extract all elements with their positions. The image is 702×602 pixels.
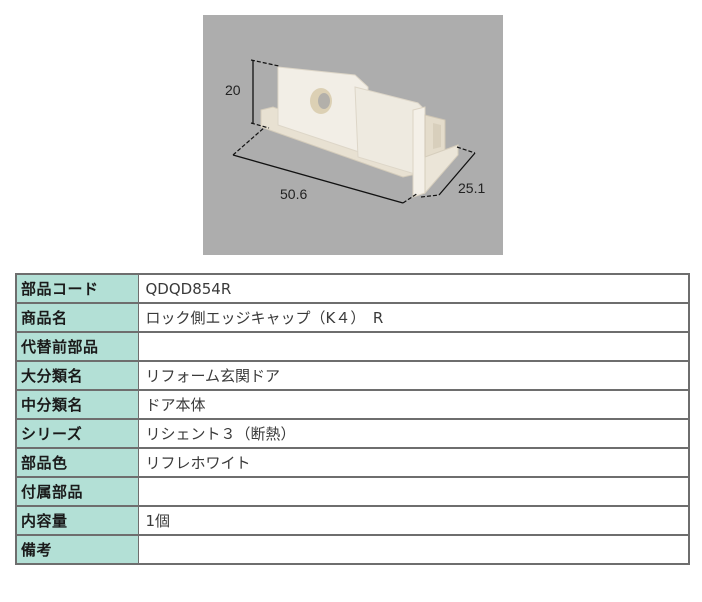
row-label-product-name: 商品名 [16, 302, 139, 333]
table-row: 付属部品 [16, 476, 689, 507]
dimension-height-label: 20 [225, 82, 241, 98]
row-label-remarks: 備考 [16, 534, 139, 565]
row-value-accessories [138, 476, 689, 507]
product-image: 20 50.6 25.1 [203, 15, 503, 255]
row-value-remarks [138, 534, 689, 565]
row-value-major-category: リフォーム玄関ドア [138, 360, 689, 391]
table-row: 代替前部品 [16, 331, 689, 362]
row-label-major-category: 大分類名 [16, 360, 139, 391]
spec-table: 部品コード QDQD854R 商品名 ロック側エッジキャップ（K４） R 代替前… [15, 273, 690, 565]
row-label-middle-category: 中分類名 [16, 389, 139, 420]
row-label-quantity: 内容量 [16, 505, 139, 536]
table-row: シリーズ リシェント３（断熱） [16, 418, 689, 449]
row-value-series: リシェント３（断熱） [138, 418, 689, 449]
dimension-depth-label: 25.1 [458, 180, 485, 196]
table-row: 大分類名 リフォーム玄関ドア [16, 360, 689, 391]
row-label-part-code: 部品コード [16, 273, 139, 304]
table-row: 内容量 1個 [16, 505, 689, 536]
row-value-part-code: QDQD854R [138, 273, 689, 304]
row-value-part-color: リフレホワイト [138, 447, 689, 478]
row-value-middle-category: ドア本体 [138, 389, 689, 420]
row-value-replaced-part [138, 331, 689, 362]
row-label-accessories: 付属部品 [16, 476, 139, 507]
table-row: 商品名 ロック側エッジキャップ（K４） R [16, 302, 689, 333]
table-row: 部品コード QDQD854R [16, 273, 689, 304]
row-value-quantity: 1個 [138, 505, 689, 536]
row-label-part-color: 部品色 [16, 447, 139, 478]
row-label-series: シリーズ [16, 418, 139, 449]
table-row: 備考 [16, 534, 689, 565]
dimension-width-label: 50.6 [280, 186, 307, 202]
edge-cap-illustration: 20 50.6 25.1 [225, 59, 485, 204]
table-row: 中分類名 ドア本体 [16, 389, 689, 420]
row-label-replaced-part: 代替前部品 [16, 331, 139, 362]
row-value-product-name: ロック側エッジキャップ（K４） R [138, 302, 689, 333]
table-row: 部品色 リフレホワイト [16, 447, 689, 478]
